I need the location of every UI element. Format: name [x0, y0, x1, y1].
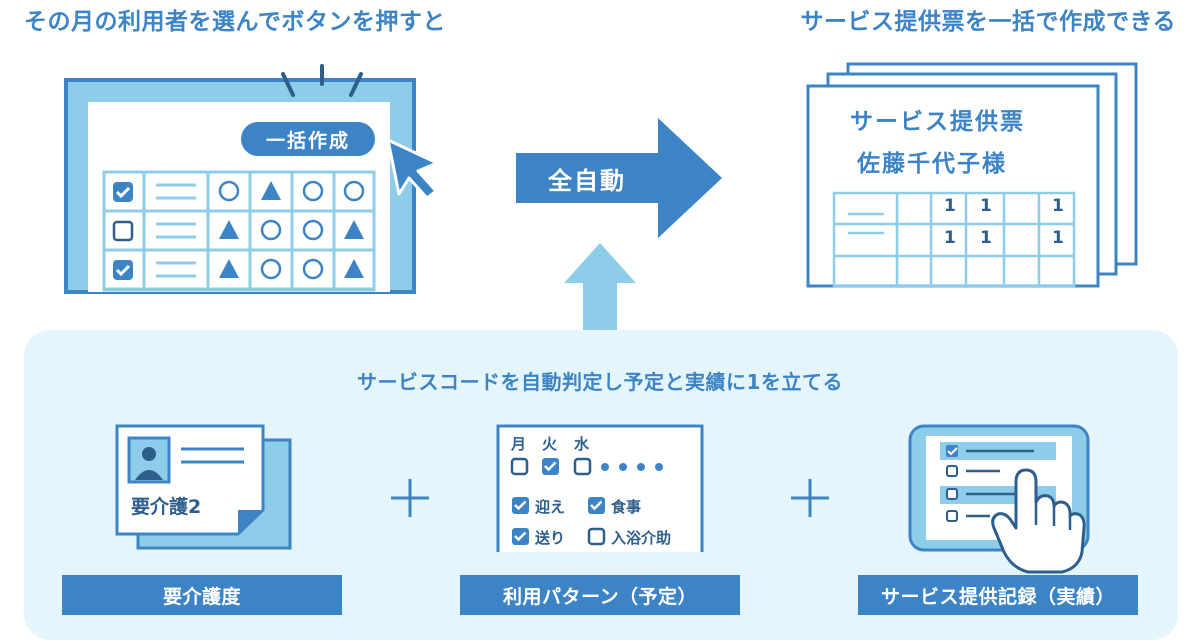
plus-sign: [791, 479, 829, 517]
heading-left: その月の利用者を選んでボタンを押すと: [24, 9, 446, 35]
tablet-illustration: [64, 64, 439, 294]
caption-care-level: 要介護度: [62, 575, 342, 615]
caption-service-record: サービス提供記録（実績）: [858, 575, 1138, 615]
slip-one: 1: [944, 228, 956, 248]
slip-title: サービス提供票: [850, 109, 1025, 135]
care-level-text: 要介護2: [131, 496, 202, 518]
auto-label: 全自動: [548, 166, 626, 195]
record-tablet: [908, 424, 1090, 574]
service-slip-stack: [806, 62, 1138, 288]
day-tue: 火: [542, 435, 558, 453]
care-level-card: [115, 424, 292, 550]
checkbox-checked-icon[interactable]: [113, 182, 133, 202]
auto-arrow: [516, 118, 722, 238]
service-dropoff: 送り: [535, 529, 566, 547]
service-meal: 食事: [611, 498, 642, 516]
schedule-sheet: [496, 424, 704, 552]
slip-one: 1: [944, 196, 956, 216]
service-bathing: 入浴介助: [611, 529, 672, 547]
plus-sign: [391, 479, 429, 517]
slip-recipient-name: 佐藤千代子様: [857, 151, 1007, 177]
heading-right: サービス提供票を一括で作成できる: [800, 9, 1176, 35]
caption-usage-pattern: 利用パターン（予定）: [460, 575, 740, 615]
day-wed: 水: [574, 435, 590, 453]
slip-one: 1: [980, 228, 992, 248]
service-pickup: 迎え: [535, 498, 566, 516]
checkbox-empty-icon[interactable]: [112, 220, 134, 242]
cursor-icon: [386, 138, 439, 200]
slip-one: 1: [980, 196, 992, 216]
bulk-create-button[interactable]: 一括作成: [241, 122, 375, 156]
panel-title: サービスコードを自動判定し予定と実績に1を立てる: [357, 370, 843, 394]
day-mon: 月: [511, 435, 527, 453]
avatar-icon: [127, 436, 171, 484]
slip-one: 1: [1052, 228, 1064, 248]
up-arrow: [564, 243, 636, 330]
checkbox-checked-icon[interactable]: [113, 260, 133, 280]
slip-one: 1: [1052, 196, 1064, 216]
